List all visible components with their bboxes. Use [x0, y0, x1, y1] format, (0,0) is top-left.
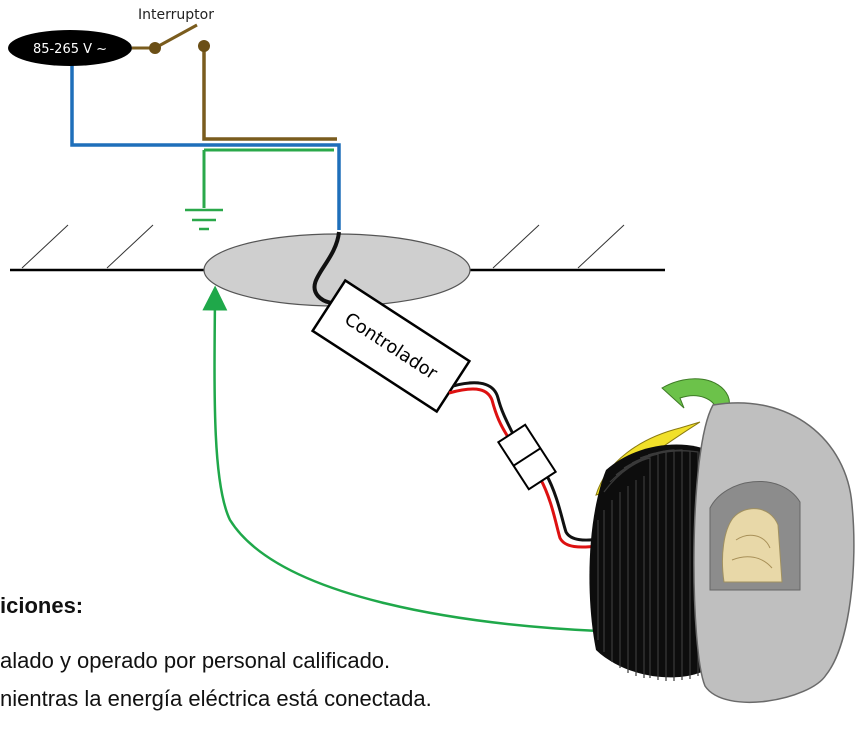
notes-line-1: alado y operado por personal calificado.: [0, 648, 391, 673]
led-bulb: [721, 508, 783, 583]
controller-box: Controlador: [310, 278, 472, 414]
insert-arrow: [202, 285, 600, 633]
notes-heading: iciones:: [0, 593, 84, 618]
wire-connector: [496, 423, 558, 491]
switch: Interruptor: [132, 7, 214, 54]
notes-line-2: nientras la energía eléctrica está conec…: [0, 686, 432, 711]
led-step-light: [589, 378, 855, 704]
supply-wiring: [70, 50, 341, 230]
voltage-label: 85-265 V ~: [33, 42, 107, 57]
neutral-wire: [70, 60, 341, 230]
switch-label: Interruptor: [138, 7, 214, 23]
output-wires: [448, 381, 601, 549]
voltage-source: 85-265 V ~: [8, 30, 132, 66]
ground-symbol-icon: [185, 208, 223, 231]
live-wire: [202, 50, 337, 141]
